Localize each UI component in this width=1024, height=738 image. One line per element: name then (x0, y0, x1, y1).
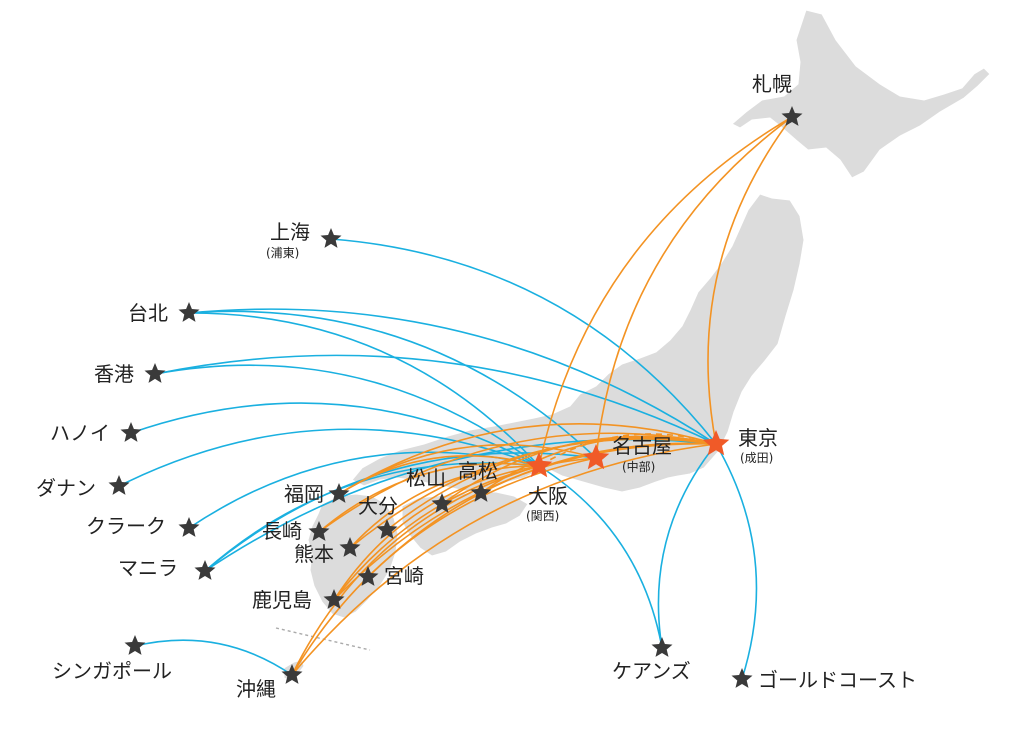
star-icon-cairns (651, 637, 673, 657)
route-osaka-okinawa (291, 465, 540, 676)
hub-star-icon-nagoya (582, 444, 610, 470)
city-label-kagoshima: 鹿児島 (252, 588, 312, 612)
hub-label-tokyo: 東京 (738, 426, 778, 450)
route-tokyo-shanghai (330, 238, 717, 445)
airport-markers (108, 106, 803, 688)
city-label-clark: クラーク (86, 514, 166, 538)
city-label-danang: ダナン (36, 476, 96, 500)
star-icon-hongkong (144, 363, 166, 383)
city-label-okinawa: 沖縄 (236, 677, 276, 701)
star-icon-hanoi (120, 422, 142, 442)
city-label-manila: マニラ (118, 556, 178, 580)
route-tokyo-oita (386, 437, 717, 531)
route-osaka-hanoi (130, 402, 540, 467)
route-tokyo-kagoshima (333, 443, 717, 601)
route-nagoya-kagoshima (333, 457, 597, 601)
star-icon-clark (178, 517, 200, 537)
star-icon-shanghai (320, 228, 342, 248)
route-tokyo-okinawa (291, 443, 717, 676)
route-osaka-kumamoto (349, 465, 540, 549)
city-label-taipei: 台北 (128, 301, 168, 325)
route-osaka-cairns (538, 465, 663, 649)
hub-star-icon-osaka (525, 452, 553, 478)
route-osaka-hongkong (154, 364, 540, 467)
city-label-miyazaki: 宮崎 (384, 564, 424, 588)
star-icon-okinawa (281, 664, 303, 684)
hub-label-osaka: 大阪 (528, 484, 568, 508)
route-osaka-sapporo (538, 116, 793, 467)
route-tokyo-goldcoast (715, 443, 758, 680)
route-osaka-nagasaki (318, 462, 540, 533)
star-icon-kumamoto (339, 537, 361, 557)
city-label-oita: 大分 (358, 494, 398, 518)
japan-landmass (283, 9, 991, 681)
star-icon-oita (376, 519, 398, 539)
star-icon-nagasaki (308, 521, 330, 541)
star-icon-danang (108, 475, 130, 495)
star-icon-matsuyama (431, 493, 453, 513)
route-tokyo-cairns (657, 443, 717, 649)
city-label-matsuyama: 松山 (406, 466, 446, 490)
route-osaka-fukuoka (338, 454, 540, 495)
okinawa-separator-line (275, 627, 371, 651)
route-tokyo-hongkong (154, 354, 717, 445)
route-tokyo-taipei (188, 308, 717, 445)
city-label-fukuoka: 福岡 (284, 482, 324, 506)
city-label-singapore: シンガポール (52, 659, 172, 683)
route-okinawa-singapore (134, 639, 293, 676)
city-label-takamatsu: 高松 (458, 459, 498, 483)
star-icon-sapporo (781, 106, 803, 126)
star-icon-takamatsu (470, 482, 492, 502)
route-osaka-taipei (188, 312, 540, 467)
route-nagoya-taipei (188, 310, 597, 459)
city-label-hanoi: ハノイ (50, 421, 110, 445)
hokkaido-island (731, 9, 991, 179)
hub-sub-osaka: (関西) (526, 509, 560, 523)
star-icon-goldcoast (731, 668, 753, 688)
star-icon-miyazaki (357, 566, 379, 586)
city-label-cairns: ケアンズ (612, 659, 691, 683)
honshu-island (351, 193, 805, 493)
hub-star-icon-tokyo (702, 430, 730, 456)
route-lines (118, 116, 793, 680)
hub-label-nagoya: 名古屋 (612, 434, 672, 458)
route-tokyo-fukuoka (338, 423, 717, 495)
city-label-shanghai: 上海 (270, 220, 310, 244)
star-icon-manila (194, 560, 216, 580)
route-osaka-danang (118, 428, 540, 487)
hub-sub-tokyo: (成田) (740, 451, 774, 465)
city-label-nagasaki: 長崎 (262, 519, 302, 543)
city-label-kumamoto: 熊本 (294, 542, 334, 566)
kyushu-island (307, 493, 399, 619)
route-tokyo-sapporo (707, 116, 793, 445)
city-label-sapporo: 札幌 (752, 72, 792, 96)
city-label-goldcoast: ゴールドコースト (758, 668, 917, 692)
star-icon-fukuoka (328, 483, 350, 503)
hub-sub-nagoya: (中部) (622, 460, 656, 474)
route-nagoya-sapporo (595, 116, 793, 459)
route-tokyo-kumamoto (349, 438, 717, 549)
city-sub-shanghai: (浦東) (266, 246, 300, 260)
route-tokyo-osaka (538, 433, 717, 467)
route-osaka-kagoshima (333, 465, 540, 601)
star-icon-taipei (178, 302, 200, 322)
star-icon-kagoshima (323, 589, 345, 609)
city-label-hongkong: 香港 (94, 362, 134, 386)
star-icon-singapore (124, 635, 146, 655)
